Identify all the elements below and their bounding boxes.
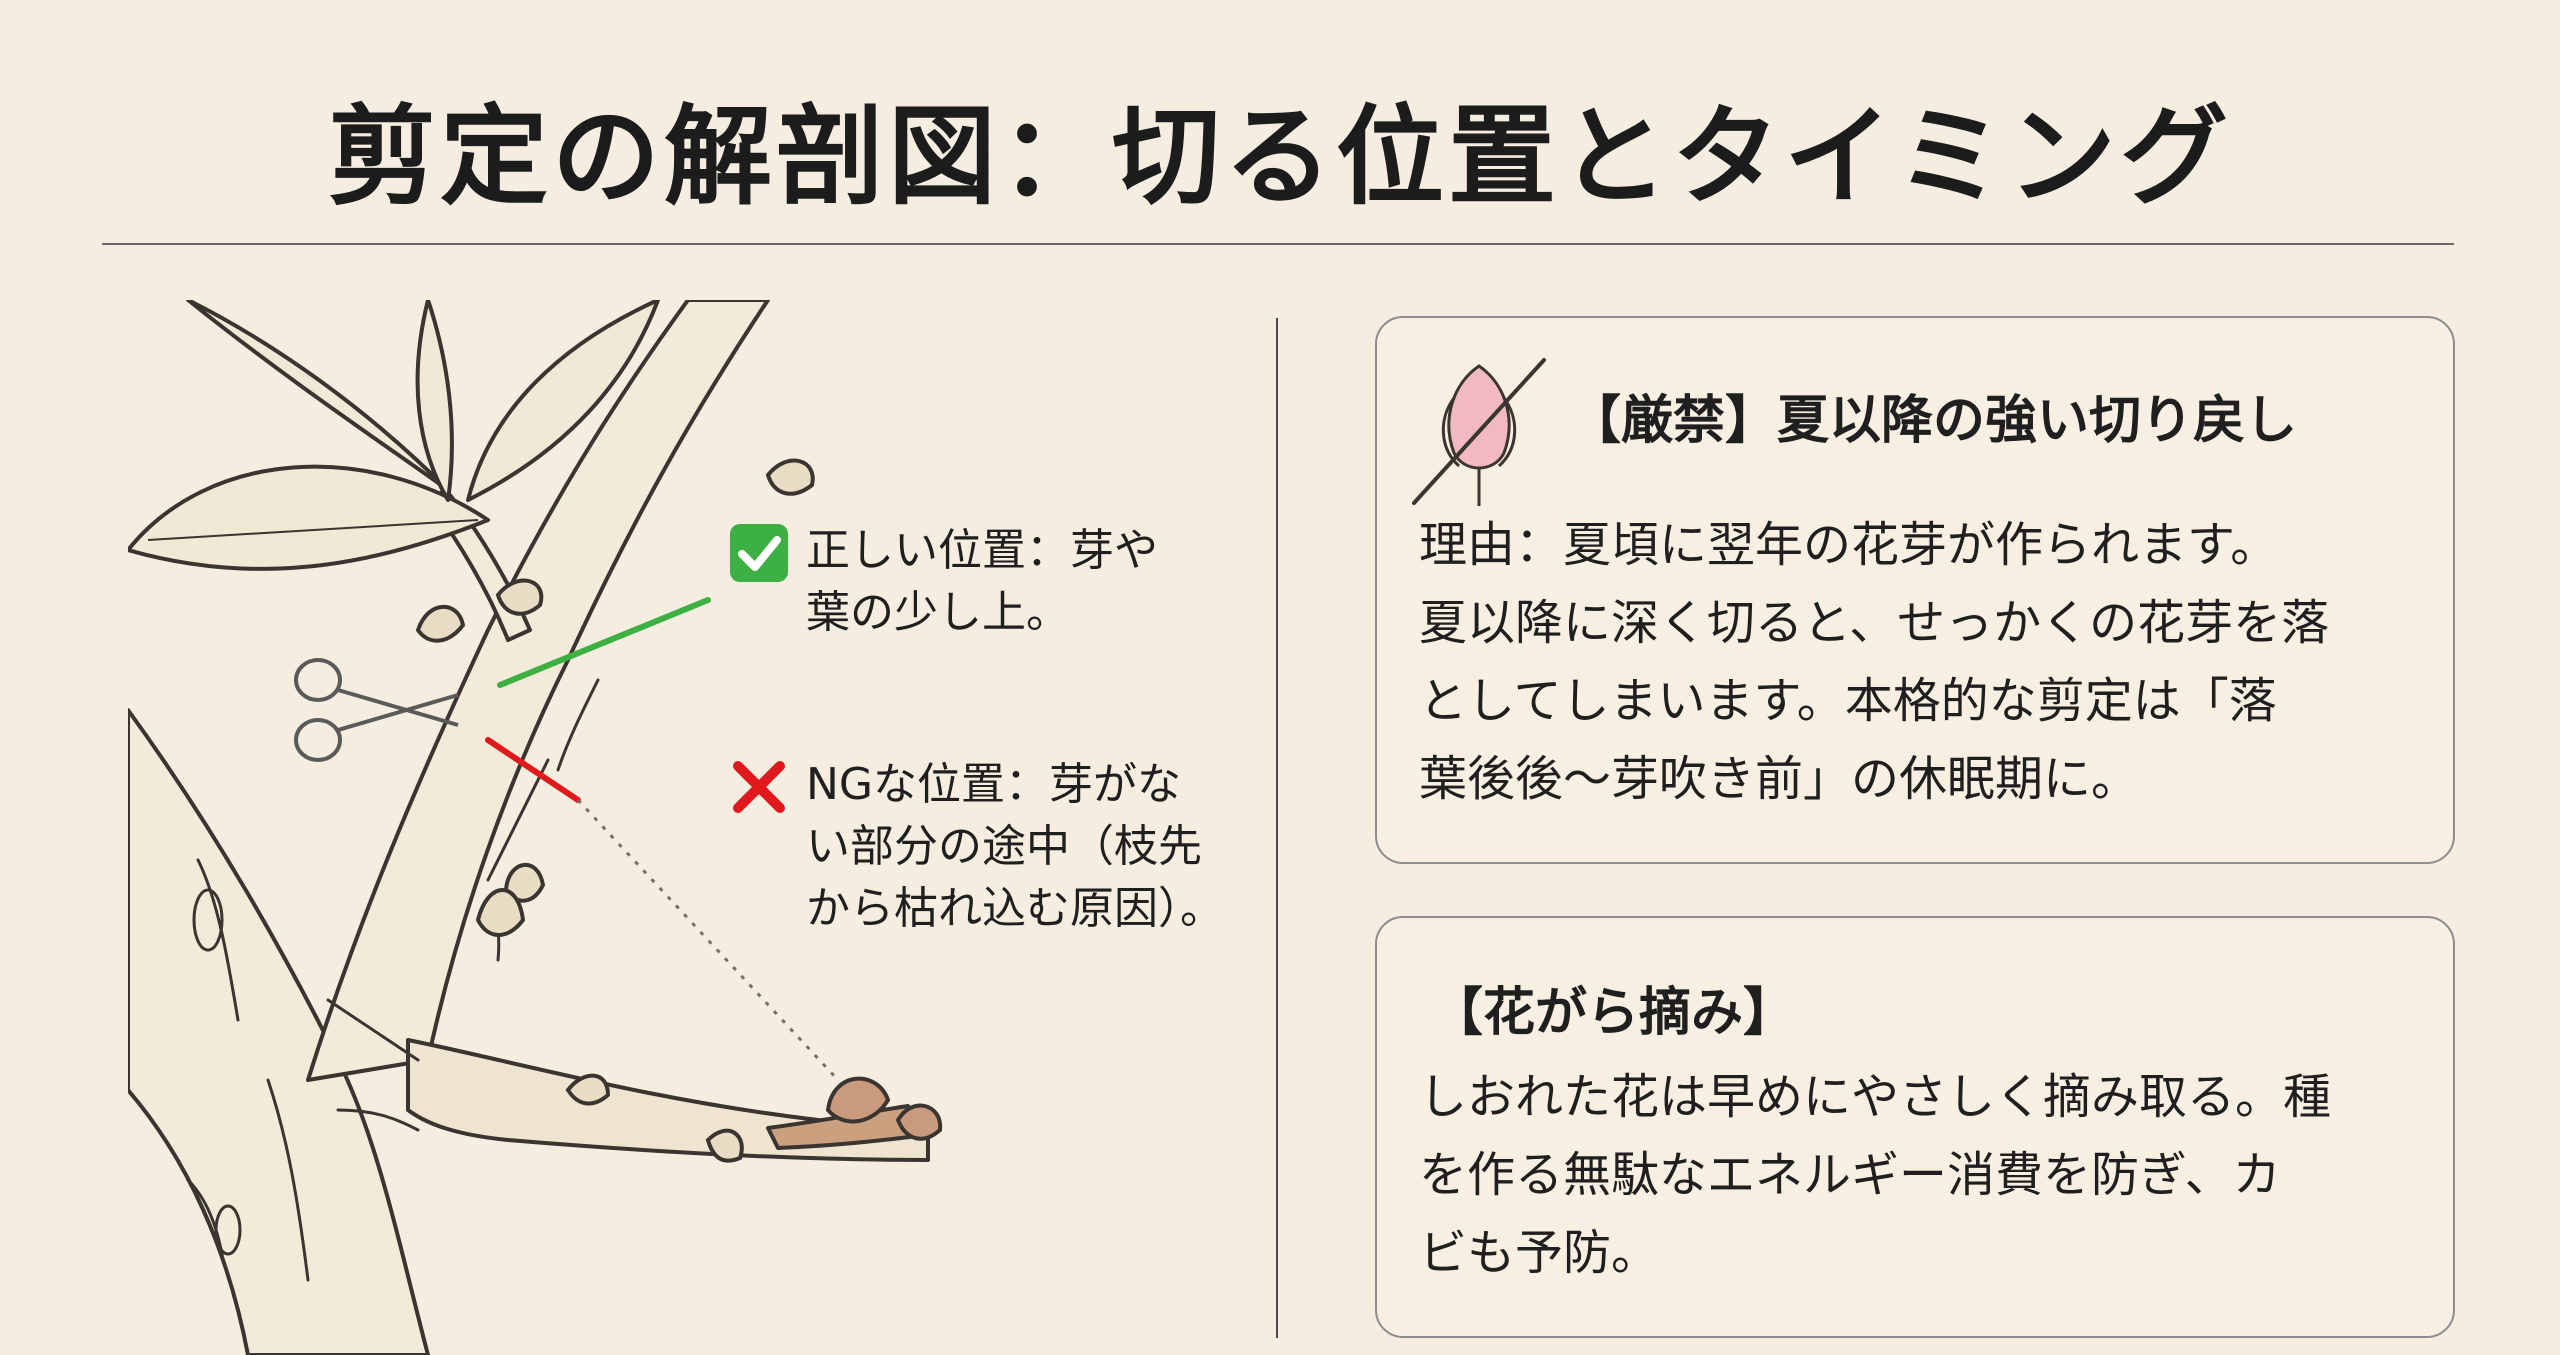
green-check-icon xyxy=(730,524,788,582)
main-branch xyxy=(306,300,770,1082)
annotation-line: 葉の少し上。 xyxy=(806,587,1070,638)
leaf-top-left xyxy=(186,300,450,492)
scissors-icon xyxy=(294,658,459,762)
bud xyxy=(475,888,526,937)
correct-cut-line xyxy=(497,597,711,688)
page-title: 剪定の解剖図：切る位置とタイミング xyxy=(327,94,2232,220)
leaf-left xyxy=(128,464,490,571)
deadheading-heading: 【花がら摘み】 xyxy=(1431,983,1796,1043)
annotation-line: から枯れ込む原因）。 xyxy=(806,883,1224,934)
annotation-line: い部分の途中（枝先 xyxy=(806,821,1202,872)
correct-position-annotation: 正しい位置：芽や 葉の少し上。 xyxy=(730,520,1206,644)
deadheading-text-line: しおれた花は早めにやさしく摘み取る。種 xyxy=(1419,1069,2332,1125)
warning-heading: 【厳禁】夏以降の強い切り戻し xyxy=(1569,391,2298,451)
wrong-position-annotation: NGな位置：芽がな い部分の途中（枝先 から枯れ込む原因）。 xyxy=(733,754,1246,940)
flower-bud xyxy=(895,1103,943,1141)
no-flower-bud-icon xyxy=(1412,358,1546,506)
bud xyxy=(765,458,815,496)
bud xyxy=(705,1128,744,1163)
warning-text-line: 夏以降に深く切ると、せっかくの花芽を落 xyxy=(1419,595,2330,651)
column-divider xyxy=(1276,318,1278,1338)
warning-text-line: としてしまいます。本格的な剪定は「落 xyxy=(1419,673,2277,729)
branch-illustration xyxy=(128,300,943,1355)
warning-body: 理由：夏頃に翌年の花芽が作られます。 夏以降に深く切ると、せっかくの花芽を落 と… xyxy=(1419,506,2429,818)
leaf-top xyxy=(415,300,454,502)
wrong-cut-line xyxy=(485,737,581,803)
deadheading-text-line: ビも予防。 xyxy=(1419,1225,1660,1281)
bud xyxy=(495,578,544,616)
bud xyxy=(415,604,466,643)
leader-line xyxy=(576,798,840,1082)
red-cross-icon xyxy=(733,761,785,813)
bud xyxy=(565,1073,611,1106)
leaf-top-right xyxy=(466,300,660,502)
warning-card: 【厳禁】夏以降の強い切り戻し 理由：夏頃に翌年の花芽が作られます。 夏以降に深く… xyxy=(1375,316,2455,864)
deadheading-card: 【花がら摘み】 しおれた花は早めにやさしく摘み取る。種 を作る無駄なエネルギー消… xyxy=(1375,916,2455,1338)
annotation-line: NGな位置：芽がな xyxy=(806,759,1182,810)
deadheading-text-line: を作る無駄なエネルギー消費を防ぎ、カ xyxy=(1419,1147,2281,1203)
warning-text-line: 理由：夏頃に翌年の花芽が作られます。 xyxy=(1419,517,2279,573)
annotation-line: 正しい位置：芽や xyxy=(806,525,1158,576)
warning-text-line: 葉後後〜芽吹き前」の休眠期に。 xyxy=(1419,751,2140,807)
title-divider xyxy=(102,243,2454,245)
deadheading-body: しおれた花は早めにやさしく摘み取る。種 を作る無駄なエネルギー消費を防ぎ、カ ビ… xyxy=(1419,1058,2429,1292)
flower-bud xyxy=(825,1076,891,1124)
